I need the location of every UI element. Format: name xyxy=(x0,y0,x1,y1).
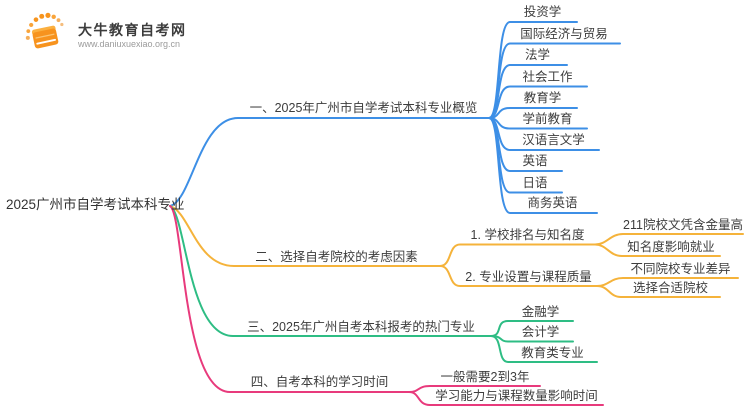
b1-child-日语: 日语 xyxy=(522,175,548,190)
site-logo: 大牛教育自考网 www.daniuxuexiao.org.cn xyxy=(24,12,187,58)
b4-child-时长: 一般需要2到3年 xyxy=(440,370,530,384)
logo-title: 大牛教育自考网 xyxy=(78,21,187,38)
b1-child-投资学: 投资学 xyxy=(523,5,562,19)
b3-child-金融学: 金融学 xyxy=(521,304,560,319)
b1-child-教育学: 教育学 xyxy=(523,91,562,105)
b4-child-影响因素: 学习能力与课程数量影响时间 xyxy=(435,389,598,403)
branch1-label: 一、2025年广州市自学考试本科专业概览 xyxy=(249,101,478,115)
b2-sub1-child1: 211院校文凭含金量高 xyxy=(623,217,743,232)
b1-child-英语: 英语 xyxy=(522,154,548,168)
b2-sub1-child2: 知名度影响就业 xyxy=(627,239,715,254)
b1-child-商务英语: 商务英语 xyxy=(527,196,578,210)
b1-child-国际经济与贸易: 国际经济与贸易 xyxy=(520,26,608,41)
b3-child-教育类专业: 教育类专业 xyxy=(521,345,584,360)
b2-sub2-child2: 选择合适院校 xyxy=(632,280,708,295)
branch4-lines xyxy=(169,205,604,406)
b3-child-会计学: 会计学 xyxy=(521,325,560,339)
book-burst-icon xyxy=(25,12,64,49)
branch3-label: 三、2025年广州自考本科报考的热门专业 xyxy=(247,320,475,334)
branch4-label: 四、自考本科的学习时间 xyxy=(250,375,389,389)
branch2-label: 二、选择自考院校的考虑因素 xyxy=(255,250,418,264)
b1-child-法学: 法学 xyxy=(524,48,550,62)
b2-sub2-child1: 不同院校专业差异 xyxy=(630,261,731,276)
b1-child-汉语言文学: 汉语言文学 xyxy=(522,133,585,147)
b2-sub1-label: 1. 学校排名与知名度 xyxy=(470,228,585,242)
root-node: 2025广州市自学考试本科专业 xyxy=(6,197,185,212)
b1-child-学前教育: 学前教育 xyxy=(522,111,573,126)
b1-child-社会工作: 社会工作 xyxy=(522,69,573,84)
logo-url: www.daniuxuexiao.org.cn xyxy=(78,38,181,49)
branch1-lines xyxy=(169,21,621,214)
branch2-lines xyxy=(169,205,744,298)
branch3-lines xyxy=(169,205,598,363)
b2-sub2-label: 2. 专业设置与课程质量 xyxy=(465,269,592,284)
